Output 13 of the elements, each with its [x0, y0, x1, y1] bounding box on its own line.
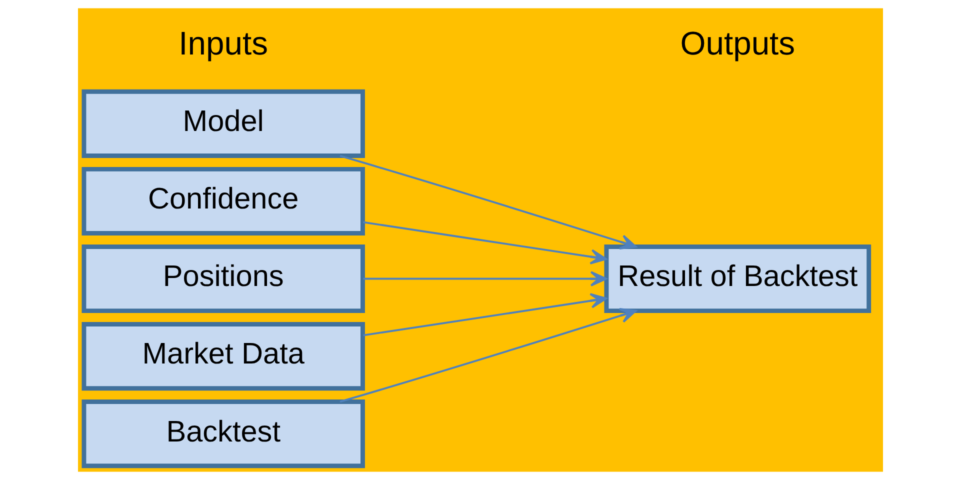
node-box: Model — [82, 89, 365, 158]
label: Outputs — [680, 24, 796, 62]
node-box: Confidence — [82, 166, 365, 236]
label: Inputs — [178, 24, 268, 62]
node-box: Market Data — [82, 322, 365, 391]
node-box: Result of Backtest — [604, 244, 872, 314]
arrow — [363, 221, 607, 264]
node-box: Backtest — [82, 400, 365, 468]
arrow — [363, 293, 607, 336]
node-box: Positions — [82, 244, 365, 314]
arrow — [340, 308, 637, 403]
arrow — [340, 154, 637, 250]
arrow — [363, 271, 607, 286]
